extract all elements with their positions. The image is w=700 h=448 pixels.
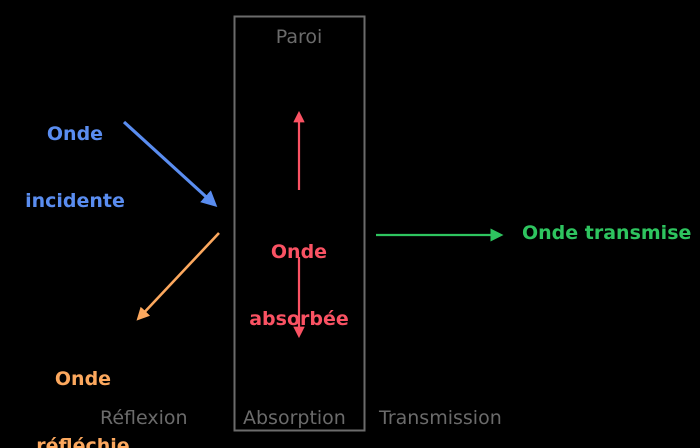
absorbed-wave-label-line2: absorbée bbox=[249, 308, 349, 331]
transmitted-wave-label: Onde transmise bbox=[522, 222, 692, 244]
reflected-wave-label-line2: réfléchie bbox=[36, 435, 130, 448]
incident-arrow bbox=[122, 120, 218, 208]
wall-title-label: Paroi bbox=[275, 26, 323, 48]
absorbed-wave-label: Onde absorbée bbox=[238, 196, 360, 375]
zone-label-absorption: Absorption bbox=[243, 407, 346, 429]
zone-label-transmission: Transmission bbox=[379, 407, 502, 429]
incident-wave-label-line1: Onde bbox=[46, 122, 104, 145]
wall-box bbox=[233, 15, 366, 432]
incident-wave-label-line2: incidente bbox=[25, 190, 125, 213]
absorbed-wave-label-line1: Onde bbox=[270, 240, 328, 263]
reflected-wave-label-line1: Onde bbox=[54, 367, 112, 390]
incident-wave-label: Onde incidente bbox=[10, 78, 140, 257]
reflected-wave-label: Onde réfléchie bbox=[18, 323, 148, 448]
reflected-arrow bbox=[136, 232, 220, 321]
zone-label-reflexion: Réflexion bbox=[100, 407, 188, 429]
